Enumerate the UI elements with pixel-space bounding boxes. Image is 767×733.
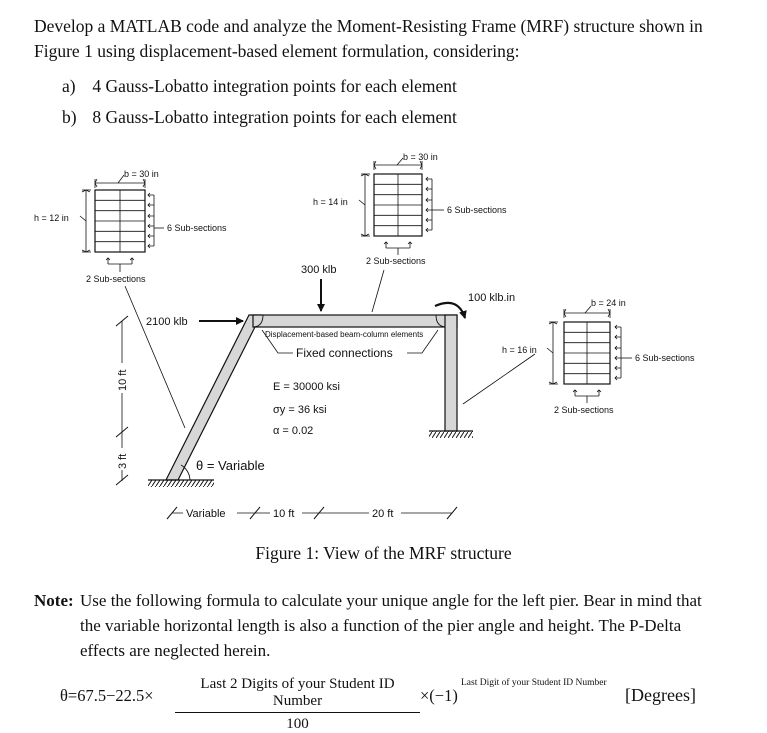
note-label: Note: (34, 591, 74, 610)
right-column (444, 314, 458, 432)
list-item: a) 4 Gauss-Lobatto integration points fo… (62, 76, 457, 97)
prop-E: E = 30000 ksi (273, 381, 340, 393)
right-support-hatch (429, 431, 473, 438)
prop-alpha: α = 0.02 (273, 425, 313, 437)
lateral-load-label: 2100 klb (146, 316, 188, 328)
top-sub6-label: 6 Sub-sections (447, 205, 507, 215)
connections-leader-right (407, 329, 439, 354)
right-h-label: h = 16 in (502, 345, 537, 355)
fixed-joint-right (435, 314, 446, 328)
top-section: b = 30 in h = 14 in 6 Sub-sections 2 Sub… (313, 152, 507, 266)
formula-unit: [Degrees] (625, 685, 696, 705)
span-right-label: 20 ft (372, 508, 393, 520)
formula-fraction: Last 2 Digits of your Student ID Number … (175, 676, 420, 733)
item-text: 4 Gauss-Lobatto integration points for e… (92, 76, 457, 96)
height-lower-label: 3 ft (117, 454, 129, 469)
top-b-label: b = 30 in (403, 152, 438, 162)
figure-caption: Figure 1: View of the MRF structure (255, 543, 512, 563)
left-section-leader (124, 285, 186, 429)
theta-arc (180, 464, 191, 481)
formula-denominator: 100 (286, 716, 309, 732)
right-sub6-label: 6 Sub-sections (635, 353, 695, 363)
formula-exponent: Last Digit of your Student ID Number (461, 678, 607, 688)
right-section: b = 24 in h = 16 in 6 Sub-sections 2 Sub… (502, 298, 695, 415)
top-section-leader (371, 269, 385, 313)
problem-intro: Develop a MATLAB code and analyze the Mo… (34, 16, 703, 61)
span-mid-label: 10 ft (273, 508, 294, 520)
moment-label: 100 klb.in (468, 292, 515, 304)
left-pier (165, 314, 262, 481)
formula-sign-term: ×(−1) (420, 686, 458, 705)
formula-lhs: θ=67.5−22.5× (60, 686, 154, 705)
right-section-leader (462, 353, 536, 405)
left-sub6-label: 6 Sub-sections (167, 223, 227, 233)
height-dimension: 10 ft 3 ft (114, 315, 130, 486)
frame (148, 314, 473, 487)
left-sub2-label: 2 Sub-sections (86, 274, 146, 284)
fixed-joint-left (253, 314, 264, 328)
connections-label: Fixed connections (296, 346, 393, 360)
height-upper-label: 10 ft (117, 370, 129, 391)
left-b-label: b = 30 in (124, 169, 159, 179)
right-sub2-label: 2 Sub-sections (554, 405, 614, 415)
connections-leader-left (261, 329, 293, 354)
moment-arrow (434, 301, 467, 319)
span-dimension: Variable 10 ft 20 ft (166, 505, 458, 521)
left-section: b = 30 in h = 12 in 6 Sub-sections 2 Sub… (34, 169, 227, 284)
element-note: Displacement-based beam-column elements (265, 330, 423, 339)
top-sub2-label: 2 Sub-sections (366, 256, 426, 266)
list-item: b) 8 Gauss-Lobatto integration points fo… (62, 107, 457, 128)
theta-formula: θ=67.5−22.5× Last 2 Digits of your Stude… (60, 676, 720, 732)
span-variable-label: Variable (186, 508, 226, 520)
left-h-label: h = 12 in (34, 213, 69, 223)
item-label: b) (62, 107, 77, 127)
note-text: Use the following formula to calculate y… (80, 591, 702, 660)
left-support-hatch (148, 480, 214, 487)
item-text: 8 Gauss-Lobatto integration points for e… (92, 107, 457, 127)
gravity-load-label: 300 klb (301, 264, 336, 276)
beam (252, 314, 458, 328)
prop-fy: σy = 36 ksi (273, 404, 327, 416)
item-label: a) (62, 76, 76, 96)
theta-label: θ = Variable (196, 458, 265, 473)
mrf-figure: b = 30 in h = 12 in 6 Sub-sections 2 Sub… (34, 152, 695, 521)
top-h-label: h = 14 in (313, 197, 348, 207)
formula-numerator: Last 2 Digits of your Student ID Number (175, 676, 420, 713)
right-b-label: b = 24 in (591, 298, 626, 308)
note: Note: Use the following formula to calcu… (34, 588, 724, 660)
